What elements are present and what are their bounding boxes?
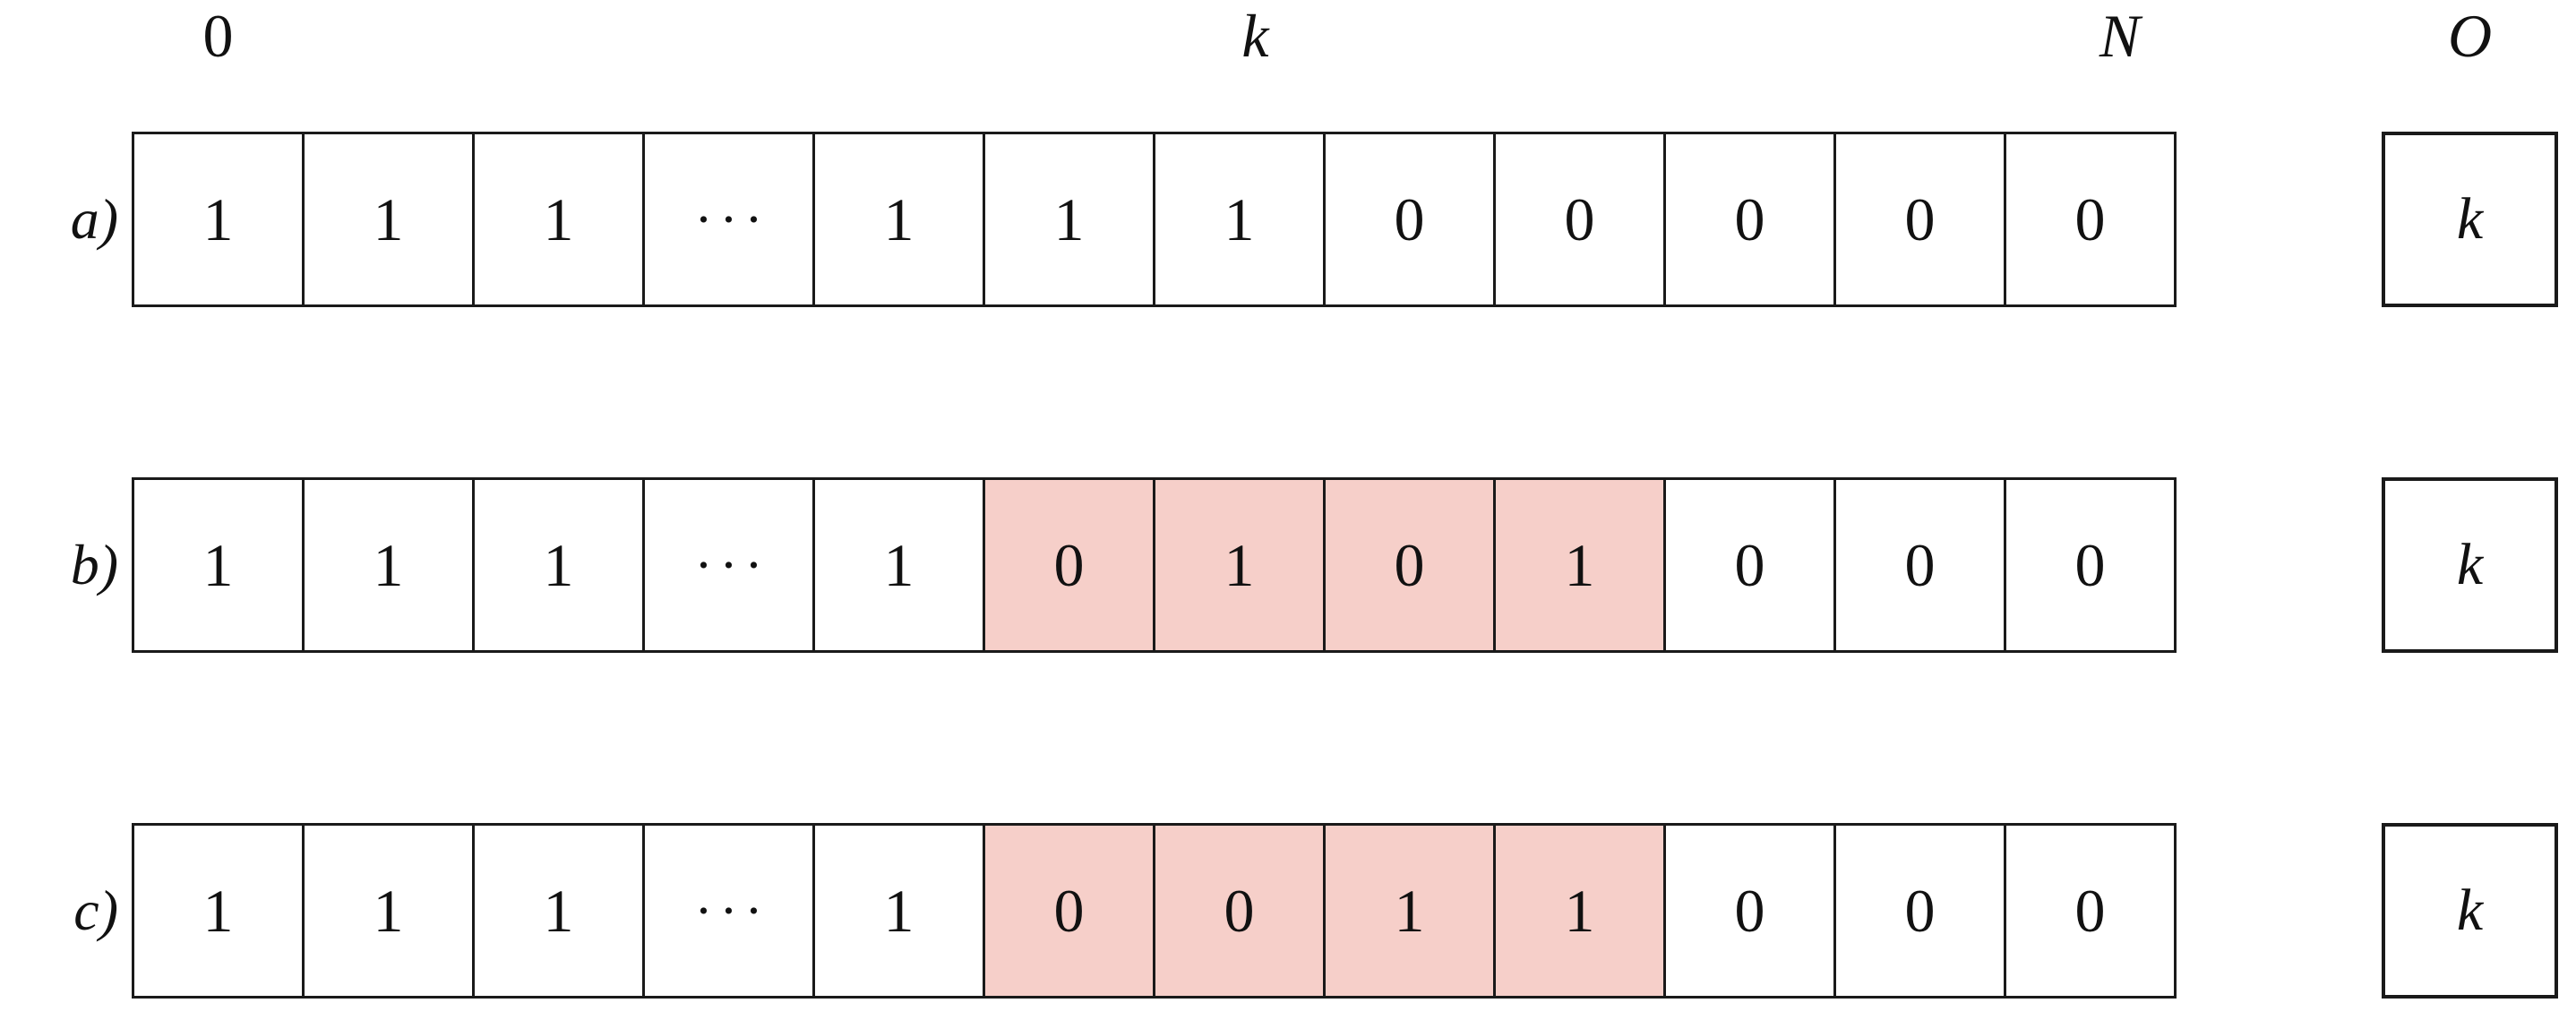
array-cell: 1 (472, 823, 645, 999)
array-cell: 0 (1833, 132, 2006, 307)
array-cell: 0 (2004, 823, 2177, 999)
array-cell: 0 (1493, 132, 1666, 307)
array-cell: 0 (983, 823, 1155, 999)
array-cell-ellipsis: ··· (642, 132, 815, 307)
row-label-b: b) (70, 533, 118, 596)
array-cell: 0 (1833, 477, 2006, 653)
array-cell-ellipsis: ··· (642, 823, 815, 999)
array-cell: 0 (1663, 823, 1836, 999)
array-cell: 1 (812, 823, 985, 999)
array-cell: 1 (132, 477, 305, 653)
array-cell: 1 (302, 823, 475, 999)
array-cell: 1 (1323, 823, 1496, 999)
array-cell: 1 (132, 823, 305, 999)
array-cell: 0 (1663, 132, 1836, 307)
array-cell: 1 (1153, 132, 1326, 307)
array-cell: 1 (812, 132, 985, 307)
array-cell: 0 (983, 477, 1155, 653)
array-cell: 0 (1833, 823, 2006, 999)
array-cell: 1 (1493, 477, 1666, 653)
array-cell: 0 (2004, 132, 2177, 307)
array-cell: 1 (1493, 823, 1666, 999)
array-cell: 0 (2004, 477, 2177, 653)
array-cell: 1 (1153, 477, 1326, 653)
array-cell: 1 (132, 132, 305, 307)
index-label-0: 0 (202, 2, 234, 70)
array-cell: 1 (302, 477, 475, 653)
row-label-a: a) (70, 187, 118, 251)
array-cell: 1 (812, 477, 985, 653)
index-label-O: O (2447, 2, 2493, 70)
array-cell-ellipsis: ··· (642, 477, 815, 653)
output-box-c: k (2382, 823, 2558, 999)
array-cell: 1 (302, 132, 475, 307)
array-cell: 0 (1153, 823, 1326, 999)
array-cell: 0 (1663, 477, 1836, 653)
array-cell: 0 (1323, 132, 1496, 307)
index-label-k: k (1241, 2, 1269, 70)
array-cell: 1 (983, 132, 1155, 307)
output-box-b: k (2382, 477, 2558, 653)
array-cell: 1 (472, 132, 645, 307)
array-cell: 1 (472, 477, 645, 653)
row-label-c: c) (73, 879, 118, 942)
array-cell: 0 (1323, 477, 1496, 653)
index-label-N: N (2099, 2, 2141, 70)
output-box-a: k (2382, 132, 2558, 307)
